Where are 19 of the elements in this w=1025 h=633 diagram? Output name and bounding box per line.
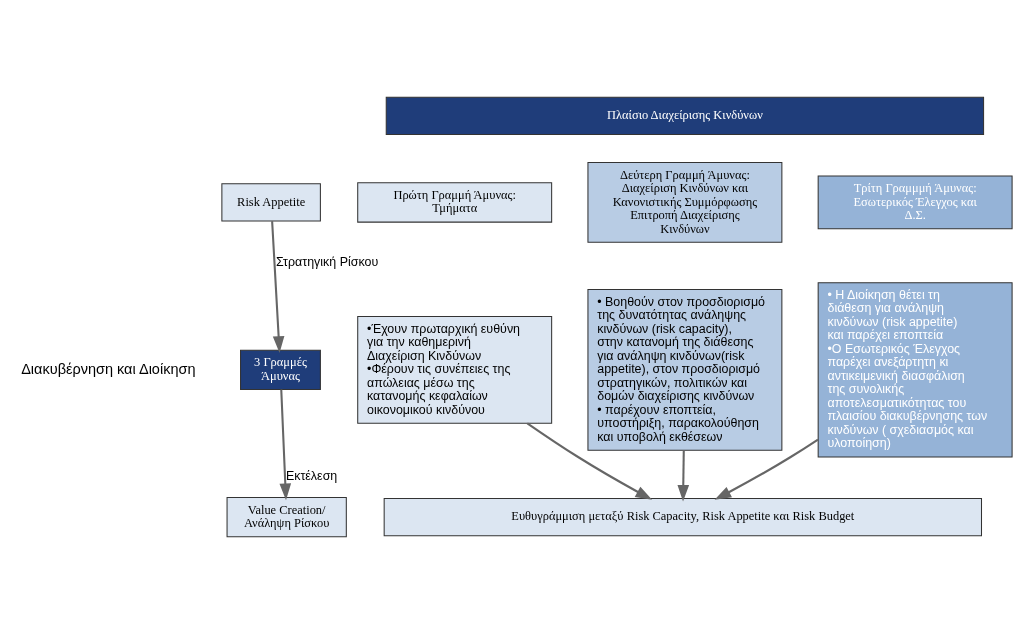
node-label: Διακυβέρνηση και Διοίκηση (21, 360, 196, 377)
arrow (271, 220, 285, 353)
node-box: Ευθυγράμμιση μεταξύ Risk Capacity, Risk Appetite και Risk Budget (383, 497, 982, 536)
node-box: Value Creation/ Ανάληψη Ρίσκου (226, 496, 347, 537)
node-box: • Η Διοίκηση θέτει τη διάθεση για ανάληψη κινδύνων (risk appetite) και παρέχει εποπτεία •Ο Εσωτερικός Έλεγχος παρέχει ανεξάρτητη κι αντικειμενική διασφάλιση της συνολικής αποτελεσματικότητας του πλαισίου διακυβέρνησης των κινδύνων ( σχεδιασμός και υλοποίηση) (817, 281, 1013, 457)
node-box: Risk Appetite (221, 182, 321, 222)
node-box: Πλαίσιο Διαχείρισης Κινδύνων (385, 96, 985, 135)
arrow (714, 438, 819, 500)
edge-label: Στρατηγική Ρίσκου (276, 254, 379, 269)
node-box: •Έχουν πρωταρχική ευθύνη για την καθημερινή Διαχείριση Κινδύνων •Φέρουν τις συνέπειες της απώλειας μέσω της κατανομής κεφαλαίων οικονομικού κινδύνου (357, 315, 553, 424)
node-box: Τρίτη Γραμμμή Άμυνας: Εσωτερικός Έλεγχος και Δ.Σ. (817, 174, 1013, 229)
arrow (677, 449, 690, 502)
node-box: 3 Γραμμές Άμυνας (240, 349, 321, 390)
arrow (279, 389, 292, 500)
arrow (526, 421, 653, 500)
node-box: Δεύτερη Γραμμή Άμυνας: Διαχείριση Κινδύνων και Κανονιστικής Συμμόρφωσης Επιτροπή Διαχείρισης Κινδύνων (587, 161, 783, 243)
node-box: Πρώτη Γραμμή Άμυνας: Τμήματα (357, 181, 553, 223)
node-box: • Βοηθούν στον προσδιορισμό της δυνατότητας ανάληψης κινδύνων (risk capacity), στην κατανομή της διάθεσης για ανάληψη κινδύνων(risk appetite), στον προσδιορισμό στρατηγικών, πολιτικών και δομών διαχείρισης κινδύνων • παρέχουν εποπτεία, υποστήριξη, παρακολούθηση και υποβολή εκθέσεων (587, 288, 783, 451)
edge-label: Εκτέλεση (285, 468, 338, 483)
